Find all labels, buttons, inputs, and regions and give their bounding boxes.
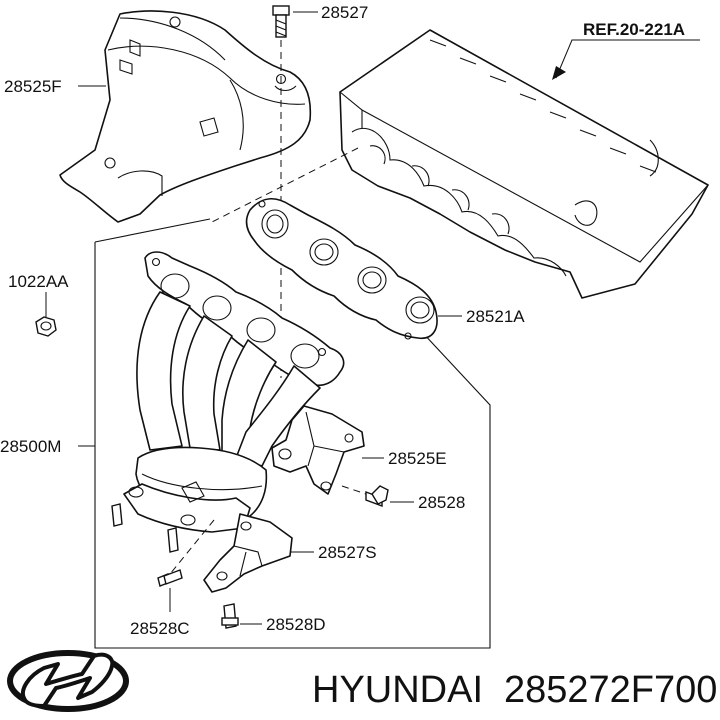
- hyundai-logo-icon: [7, 650, 129, 712]
- callout-28500M: 28500M: [0, 437, 61, 456]
- bracket-bolt-part: [365, 485, 389, 508]
- bolt-d-part: [221, 603, 239, 629]
- part-number: 285272F700: [504, 669, 717, 711]
- lower-bracket-part: [203, 513, 293, 593]
- cylinder-head-part: [339, 29, 709, 299]
- bolt-c-part: [157, 569, 183, 587]
- callout-28525F: 28525F: [4, 77, 62, 96]
- leader-ref-arrow: [552, 66, 566, 80]
- heat-shield-part: [59, 10, 312, 223]
- callout-28528C: 28528C: [130, 619, 190, 638]
- callout-28527S: 28527S: [318, 543, 377, 562]
- bracket-bolt-axis: [341, 485, 367, 495]
- head-stud-line: [211, 147, 359, 223]
- callout-28527: 28527: [321, 3, 368, 22]
- callout-1022AA: 1022AA: [8, 272, 69, 291]
- manifold-gasket-part: [245, 198, 438, 340]
- assembly-frame: [94, 218, 491, 649]
- callout-28528D: 28528D: [266, 615, 326, 634]
- bracket-part: [271, 405, 365, 495]
- callout-ref-cylinder-head: REF.20-221A: [583, 20, 685, 39]
- exhaust-manifold-part: [111, 251, 345, 553]
- callout-28528: 28528: [418, 493, 465, 512]
- brand-name: HYUNDAI: [312, 669, 483, 711]
- callout-28525E: 28525E: [388, 449, 447, 468]
- heat-shield-bolt-part: [272, 5, 290, 38]
- leader-ref: [555, 39, 700, 79]
- callout-28521A: 28521A: [466, 307, 525, 326]
- nut-part: [35, 316, 57, 337]
